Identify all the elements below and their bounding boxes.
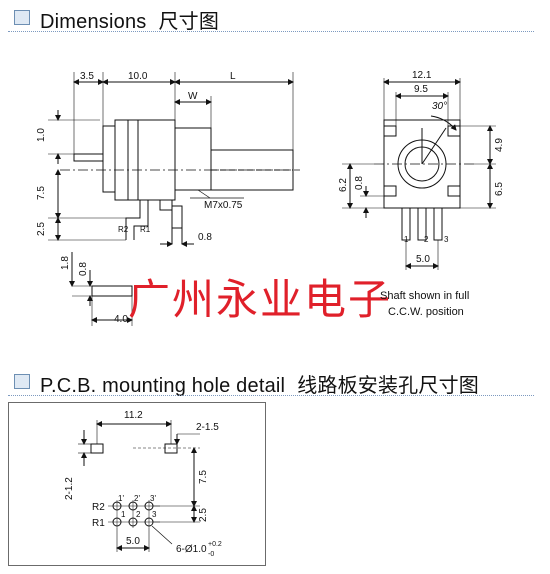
dim-0-8-front: 0.8 <box>354 176 365 190</box>
pin-3-label: 3 <box>444 235 449 244</box>
side-body <box>114 119 176 201</box>
side-mount-leg <box>171 205 183 229</box>
dim-1-0: 1.0 <box>36 128 47 142</box>
pcb-detail-panel <box>8 402 266 566</box>
section-marker-icon <box>14 374 30 389</box>
dim-0-8: 0.8 <box>198 232 212 243</box>
side-view-labels: 3.5 10.0 L W 1.0 7.5 2.5 M7x0.75 0.8 R2 … <box>36 71 243 243</box>
side-tab <box>73 153 104 162</box>
side-pin <box>125 200 141 240</box>
watermark: 广州永业电子 <box>128 275 393 324</box>
side-bushing <box>174 127 212 191</box>
pin-2-label: 2 <box>424 235 429 244</box>
shaft-position-note: Shaft shown in full C.C.W. position <box>380 288 469 320</box>
dim-4-9: 4.9 <box>494 138 505 152</box>
section-divider <box>8 395 534 396</box>
pin-label-r2: R2 <box>118 225 129 234</box>
dim-6-2: 6.2 <box>338 178 349 192</box>
note-line-2: C.C.W. position <box>388 306 464 318</box>
dim-0-8-bottom: 0.8 <box>78 262 89 276</box>
pin-1-label: 1 <box>404 235 409 244</box>
dim-6-5: 6.5 <box>494 182 505 196</box>
note-line-1: Shaft shown in full <box>380 290 470 302</box>
dim-5-0: 5.0 <box>416 254 430 265</box>
thread-label: M7x0.75 <box>204 200 243 211</box>
dim-2-5: 2.5 <box>36 222 47 236</box>
front-view-labels: 12.1 9.5 30° 4.9 6.5 6.2 0.8 5.0 1 2 3 <box>338 70 505 265</box>
dim-9-5: 9.5 <box>414 84 428 95</box>
dim-10-0: 10.0 <box>128 71 148 82</box>
bottom-pin <box>91 285 133 297</box>
bottom-view-labels: 1.8 0.8 4.0 <box>60 256 128 325</box>
section-divider <box>8 31 534 32</box>
front-pin-3 <box>433 207 443 241</box>
bottom-view <box>69 252 133 326</box>
dim-7-5: 7.5 <box>36 186 47 200</box>
pin-label-r1: R1 <box>140 225 151 234</box>
dim-W: W <box>188 91 198 102</box>
dim-4-0: 4.0 <box>114 314 128 325</box>
dim-L: L <box>230 71 236 82</box>
dim-1-8: 1.8 <box>60 256 71 270</box>
side-view <box>48 72 300 247</box>
pcb-detail <box>78 420 200 552</box>
side-bushing-flange <box>102 125 116 193</box>
front-pin-2 <box>417 207 427 241</box>
section-marker-icon <box>14 10 30 25</box>
angle-30: 30° <box>432 101 447 112</box>
dim-12-1: 12.1 <box>412 70 432 81</box>
dim-3-5: 3.5 <box>80 71 94 82</box>
front-view <box>342 78 496 270</box>
